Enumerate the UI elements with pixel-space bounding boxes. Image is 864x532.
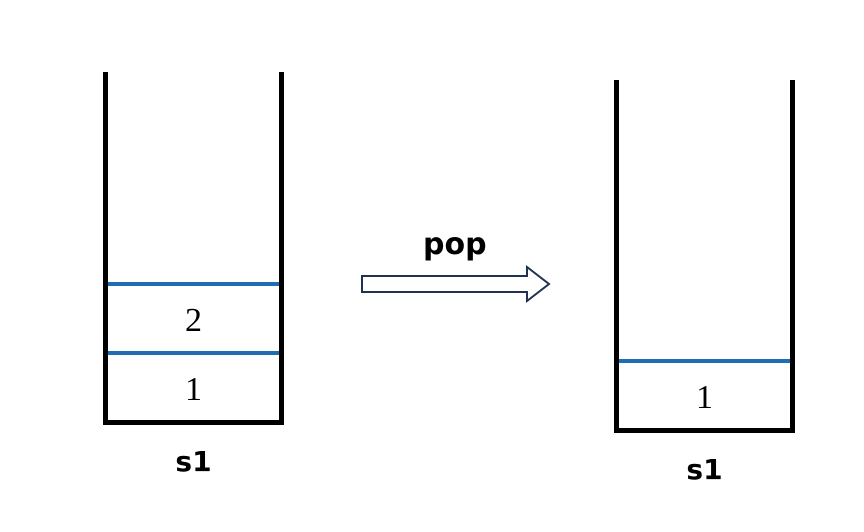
left-stack-left-wall — [103, 72, 108, 425]
left-stack-right-wall — [279, 72, 284, 425]
right-stack-bottom-wall — [614, 428, 795, 433]
right-stack-left-wall — [614, 80, 619, 433]
operation-label: pop — [423, 227, 487, 262]
right-stack-cell-bottom: 1 — [696, 379, 713, 416]
left-stack-top-divider — [108, 282, 279, 286]
left-stack-middle-divider — [108, 351, 279, 355]
left-stack-cell-bottom: 1 — [185, 371, 202, 408]
left-stack-cell-top: 2 — [185, 302, 202, 339]
arrow-right-icon — [361, 264, 551, 304]
left-stack-label: s1 — [175, 445, 212, 478]
right-stack-right-wall — [790, 80, 795, 433]
right-stack-label: s1 — [686, 453, 723, 486]
right-stack-divider — [619, 359, 790, 363]
left-stack-bottom-wall — [103, 420, 284, 425]
